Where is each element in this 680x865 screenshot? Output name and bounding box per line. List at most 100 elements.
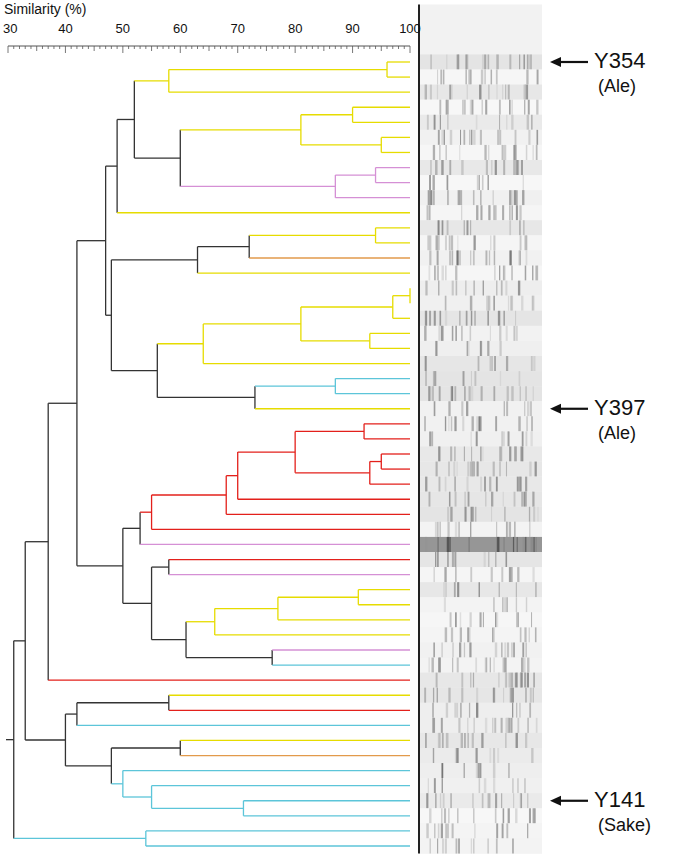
strain-label: Y141 bbox=[594, 788, 645, 812]
gel-lane bbox=[419, 612, 542, 627]
gel-band bbox=[439, 145, 440, 160]
gel-band bbox=[514, 522, 516, 537]
axis-tick bbox=[404, 46, 405, 49]
gel-band bbox=[511, 296, 513, 311]
gel-lane bbox=[419, 70, 542, 85]
gel-band bbox=[493, 763, 495, 778]
axis-tick bbox=[105, 46, 106, 49]
gel-band bbox=[484, 70, 485, 85]
tree-branch bbox=[168, 70, 169, 93]
gel-band bbox=[452, 552, 454, 567]
gel-band bbox=[521, 160, 523, 175]
gel-band bbox=[520, 627, 522, 642]
gel-band bbox=[516, 612, 517, 627]
tree-branch bbox=[370, 484, 410, 485]
axis-tick bbox=[392, 46, 393, 49]
gel-band bbox=[472, 462, 474, 477]
gel-band bbox=[429, 175, 431, 190]
axis-tick bbox=[260, 46, 261, 49]
tree-branch bbox=[370, 461, 381, 462]
gel-band bbox=[529, 522, 530, 537]
gel-band bbox=[432, 386, 434, 401]
gel-band bbox=[494, 250, 495, 265]
gel-band bbox=[516, 703, 517, 718]
axis-tick bbox=[157, 46, 158, 49]
source-label: (Sake) bbox=[598, 816, 651, 836]
gel-band bbox=[475, 507, 477, 522]
gel-band bbox=[473, 838, 474, 853]
tree-branch bbox=[393, 295, 410, 296]
tick-label: 50 bbox=[116, 22, 130, 36]
gel-band bbox=[479, 416, 481, 431]
gel-band bbox=[494, 718, 496, 733]
gel-band bbox=[467, 85, 468, 100]
tree-branch bbox=[77, 702, 169, 703]
gel-band bbox=[471, 462, 473, 477]
gel-band bbox=[470, 326, 472, 341]
gel-band bbox=[493, 688, 495, 703]
gel-band bbox=[503, 492, 504, 507]
axis-tick bbox=[346, 46, 347, 49]
gel-band bbox=[434, 401, 436, 416]
gel-band bbox=[487, 793, 488, 808]
gel-band bbox=[457, 808, 458, 823]
gel-band bbox=[480, 341, 482, 356]
gel-lane bbox=[419, 673, 542, 688]
axis-tick bbox=[398, 46, 399, 49]
gel-band bbox=[499, 446, 501, 461]
tree-branch bbox=[392, 296, 393, 319]
gel-band bbox=[527, 793, 528, 808]
gel-band bbox=[445, 311, 447, 326]
gel-band bbox=[461, 160, 463, 175]
gel-band bbox=[506, 326, 508, 341]
axis-tick bbox=[358, 46, 359, 49]
gel-band bbox=[496, 522, 497, 537]
gel-band bbox=[473, 250, 475, 265]
axis-tick bbox=[318, 46, 319, 49]
gel-band bbox=[434, 718, 435, 733]
gel-band bbox=[517, 778, 518, 793]
gel-band bbox=[506, 356, 508, 371]
gel-band bbox=[491, 160, 492, 175]
gel-band bbox=[433, 688, 434, 703]
tree-branch bbox=[186, 657, 272, 658]
gel-band bbox=[510, 688, 512, 703]
gel-band bbox=[440, 522, 441, 537]
axis-tick bbox=[341, 46, 342, 49]
gel-band bbox=[430, 54, 432, 69]
axis-tick bbox=[117, 46, 118, 49]
gel-band bbox=[430, 838, 431, 853]
tree-branch bbox=[214, 609, 215, 635]
gel-band bbox=[517, 477, 519, 492]
gel-band bbox=[466, 54, 468, 69]
gel-band bbox=[489, 205, 491, 220]
gel-band bbox=[519, 371, 521, 386]
tick-label: 80 bbox=[288, 22, 302, 36]
gel-band bbox=[474, 235, 476, 250]
gel-band bbox=[520, 673, 521, 688]
gel-band bbox=[466, 220, 468, 235]
gel-band bbox=[532, 145, 534, 160]
gel-band bbox=[465, 281, 466, 296]
gel-band bbox=[537, 266, 538, 281]
gel-band bbox=[452, 658, 453, 673]
axis-tick bbox=[323, 46, 324, 51]
gel-band bbox=[526, 70, 528, 85]
gel-band bbox=[532, 296, 534, 311]
strain-arrows bbox=[550, 57, 588, 806]
gel-band bbox=[473, 190, 475, 205]
gel-band bbox=[492, 627, 493, 642]
gel-band bbox=[514, 492, 516, 507]
gel-band bbox=[506, 552, 507, 567]
gel-band bbox=[476, 416, 478, 431]
gel-band bbox=[436, 673, 438, 688]
gel-strip bbox=[419, 4, 542, 853]
gel-band bbox=[516, 582, 517, 597]
gel-band bbox=[525, 642, 527, 657]
gel-band bbox=[467, 341, 468, 356]
similarity-axis bbox=[8, 46, 410, 53]
tree-branch bbox=[243, 801, 244, 816]
gel-band bbox=[484, 54, 486, 69]
gel-band bbox=[512, 688, 514, 703]
gel-band bbox=[518, 612, 519, 627]
